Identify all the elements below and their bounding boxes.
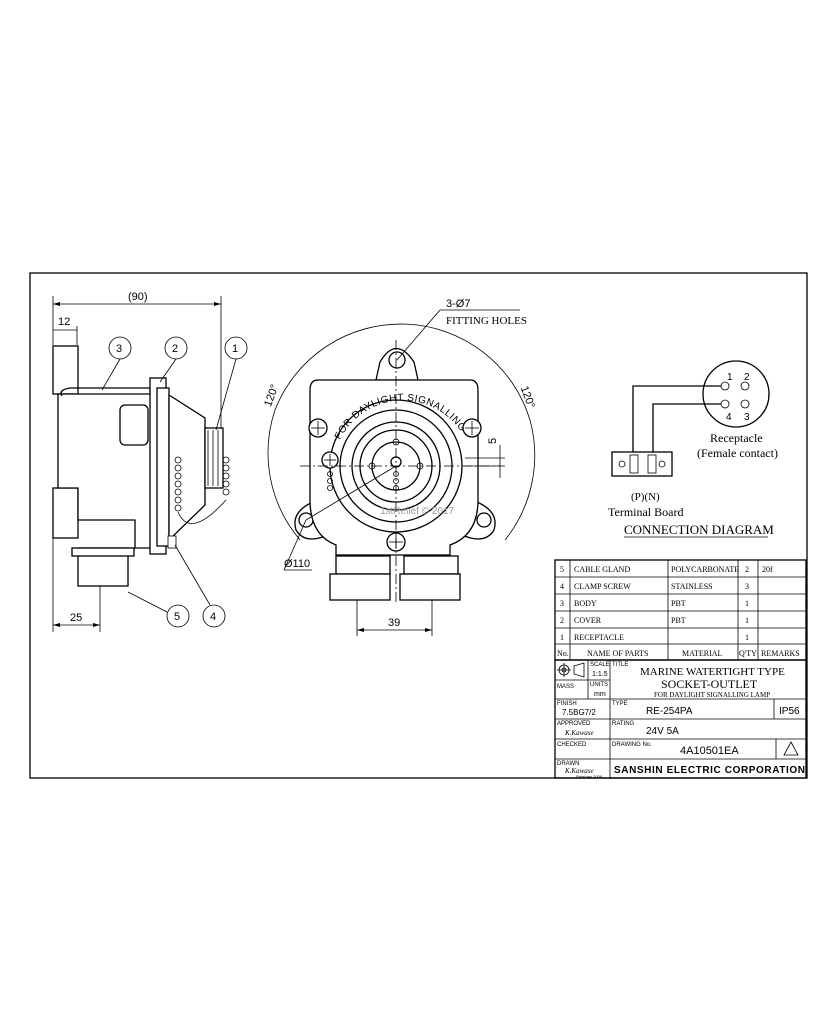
svg-text:NAME OF PARTS: NAME OF PARTS: [587, 649, 648, 658]
watermark: 1stRelief © 2017: [380, 506, 455, 517]
svg-text:Q'TY: Q'TY: [739, 649, 757, 658]
svg-text:MASS: MASS: [557, 684, 574, 690]
svg-text:STAINLESS: STAINLESS: [671, 582, 713, 591]
svg-text:APPROVED: APPROVED: [557, 721, 591, 727]
connection-diagram-title: CONNECTION DIAGRAM: [624, 522, 774, 537]
svg-text:FINISH: FINISH: [557, 701, 577, 707]
svg-text:POLYCARBONATE: POLYCARBONATE: [671, 565, 739, 574]
svg-text:February 2009: February 2009: [576, 774, 603, 779]
company-name: SANSHIN ELECTRIC CORPORATION: [614, 765, 806, 776]
svg-text:4: 4: [560, 582, 564, 591]
svg-text:RECEPTACLE: RECEPTACLE: [574, 633, 624, 642]
terminal-board-label: Terminal Board: [608, 505, 683, 519]
svg-text:7.5BG7/2: 7.5BG7/2: [562, 708, 596, 717]
receptacle-label: Receptacle: [710, 431, 763, 445]
svg-text:1: 1: [560, 633, 564, 642]
svg-text:5: 5: [174, 611, 180, 623]
svg-text:mm: mm: [594, 691, 606, 698]
dim-overall-label: (90): [128, 291, 148, 303]
dim-bottom-label: 25: [70, 612, 82, 624]
svg-text:RE-254PA: RE-254PA: [646, 706, 693, 717]
svg-text:UNITS: UNITS: [590, 682, 608, 688]
balloon-4: [202, 604, 226, 628]
angle-left-label: 120°: [262, 383, 281, 408]
svg-text:PBT: PBT: [671, 599, 686, 608]
svg-text:FOR DAYLIGHT SIGNALLING LAMP: FOR DAYLIGHT SIGNALLING LAMP: [654, 691, 770, 699]
svg-text:K.Kawase: K.Kawase: [564, 729, 594, 737]
dim-top-label: 12: [58, 316, 70, 328]
svg-text:3: 3: [560, 599, 564, 608]
svg-text:PBT: PBT: [671, 616, 686, 625]
fitting-holes-label: FITTING HOLES: [446, 315, 527, 327]
title-block: SCALE 1:1.5 TITLE MARINE WATERTIGHT TYPE…: [554, 659, 807, 779]
pin-4: 4: [726, 412, 732, 423]
svg-text:TITLE: TITLE: [612, 662, 628, 668]
svg-text:1: 1: [232, 343, 238, 355]
svg-text:2: 2: [560, 616, 564, 625]
connection-diagram: 1 2 4 3 Receptacle (Female contact) (P)(…: [608, 360, 778, 538]
svg-text:DRAWN: DRAWN: [557, 761, 579, 767]
side-view: (90) 12: [52, 291, 248, 632]
svg-text:2: 2: [745, 565, 749, 574]
svg-text:SCALE: SCALE: [590, 662, 610, 668]
front-view: 120° 120° FOR DAYLIGHT SIGNA: [0, 0, 537, 636]
svg-text:CHECKED: CHECKED: [557, 742, 587, 748]
svg-text:CABLE GLAND: CABLE GLAND: [574, 565, 630, 574]
svg-text:1: 1: [745, 633, 749, 642]
svg-text:DRAWING No.: DRAWING No.: [612, 742, 652, 748]
female-contact-label: (Female contact): [697, 446, 778, 460]
svg-text:1: 1: [745, 616, 749, 625]
parts-list: 5 CABLE GLAND POLYCARBONATE 2 20f 4 CLAM…: [554, 559, 807, 661]
svg-text:1: 1: [745, 599, 749, 608]
sheet-border: [29, 272, 808, 779]
dim-dia-label: Ø110: [284, 558, 310, 570]
svg-text:No.: No.: [557, 649, 569, 658]
pin-3: 3: [744, 412, 750, 423]
svg-text:1:1.5: 1:1.5: [592, 671, 608, 678]
svg-text:3: 3: [745, 582, 749, 591]
svg-text:5: 5: [560, 565, 564, 574]
svg-text:MATERIAL: MATERIAL: [682, 649, 723, 658]
svg-text:TYPE: TYPE: [612, 701, 628, 707]
svg-text:4A10501EA: 4A10501EA: [680, 745, 739, 757]
holes-label: 3-Ø7: [446, 298, 470, 310]
svg-text:K.Kawase: K.Kawase: [564, 767, 594, 775]
svg-text:BODY: BODY: [574, 599, 597, 608]
dim-39-label: 39: [388, 617, 400, 629]
svg-text:24V 5A: 24V 5A: [646, 726, 679, 737]
svg-text:RATING: RATING: [612, 721, 635, 727]
svg-text:SOCKET-OUTLET: SOCKET-OUTLET: [661, 677, 758, 691]
svg-text:20f: 20f: [762, 565, 773, 574]
svg-text:2: 2: [172, 343, 178, 355]
svg-text:COVER: COVER: [574, 616, 602, 625]
dim-5-label: 5: [487, 438, 499, 444]
svg-text:IP56: IP56: [779, 706, 800, 717]
svg-text:CLAMP SCREW: CLAMP SCREW: [574, 582, 631, 591]
pn-label: (P)(N): [631, 491, 660, 503]
svg-text:3: 3: [116, 343, 122, 355]
svg-text:REMARKS: REMARKS: [761, 649, 800, 658]
pin-1: 1: [727, 372, 733, 383]
balloon-5: [166, 604, 190, 628]
svg-text:4: 4: [210, 611, 216, 623]
svg-text:MARINE WATERTIGHT TYPE: MARINE WATERTIGHT TYPE: [640, 666, 785, 678]
revision-triangle-icon: [783, 741, 799, 756]
pin-2: 2: [744, 372, 750, 383]
